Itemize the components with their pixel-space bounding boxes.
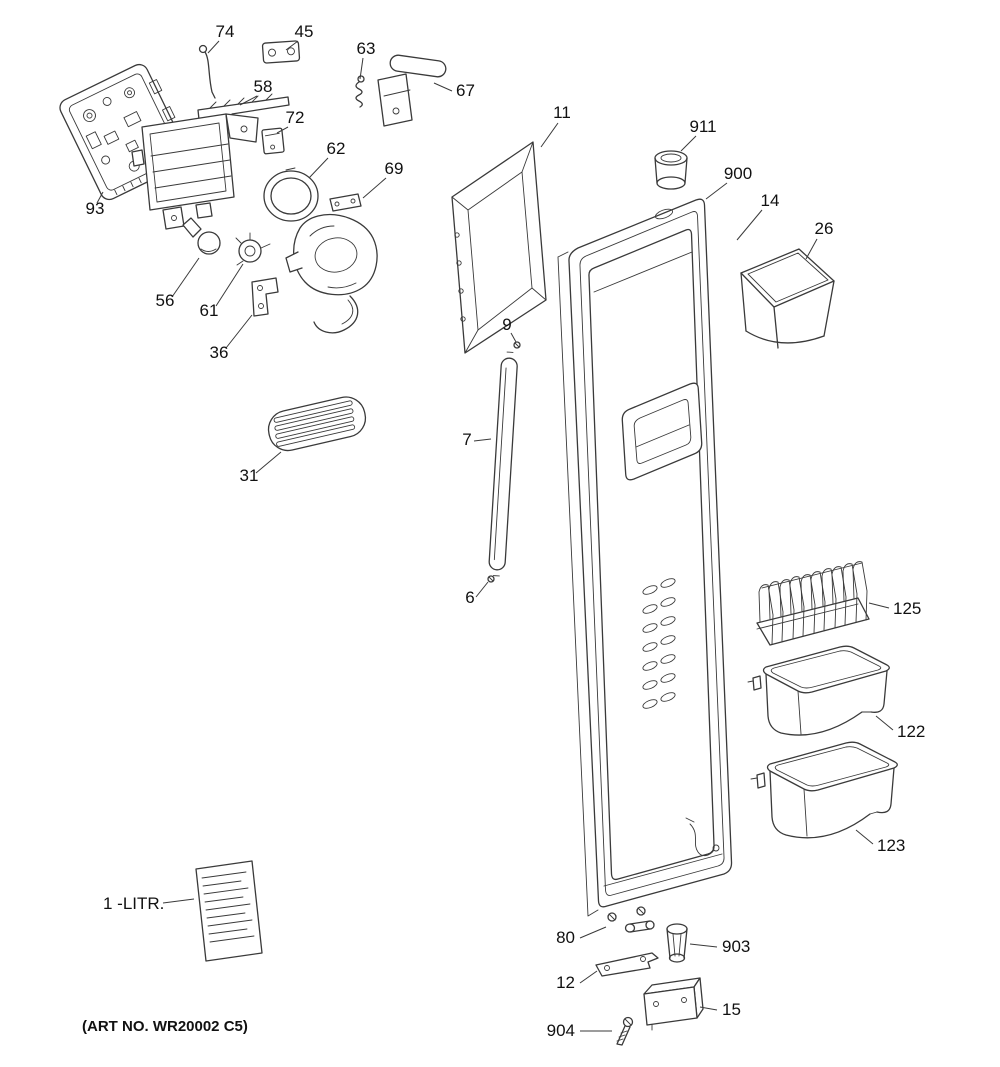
callout-93: 93 <box>86 199 105 218</box>
callout-7: 7 <box>462 430 471 449</box>
callout-6: 6 <box>465 588 474 607</box>
callout-80: 80 <box>556 928 575 947</box>
hardware-80-part <box>607 906 655 933</box>
callout-904: 904 <box>547 1021 575 1040</box>
strip-bracket-part <box>595 952 659 977</box>
wire-rod-part <box>198 44 216 99</box>
callout-1-litr: 1 -LITR. <box>103 894 164 913</box>
callout-61: 61 <box>200 301 219 320</box>
bracket-67-part <box>377 54 447 127</box>
wire-shelf-part <box>756 561 870 646</box>
ice-bucket-part <box>740 248 835 349</box>
inner-door-panel-part <box>451 141 547 354</box>
callout-900: 900 <box>724 164 752 183</box>
screw-904-part <box>616 1016 634 1046</box>
screw-9-part <box>513 341 521 349</box>
callout-58: 58 <box>254 77 273 96</box>
cup-903-part <box>666 923 688 963</box>
callout-36: 36 <box>210 343 229 362</box>
socket-part <box>235 232 271 266</box>
callout-72: 72 <box>286 108 305 127</box>
handle-part <box>488 351 518 577</box>
callout-9: 9 <box>502 315 511 334</box>
screw-6-part <box>487 575 495 583</box>
door-bin-lower-part <box>750 741 898 839</box>
bracket-36-part <box>251 277 279 317</box>
ring-gasket-part <box>263 167 319 222</box>
callout-12: 12 <box>556 973 575 992</box>
block-15-part <box>643 977 704 1031</box>
callout-122: 122 <box>897 722 925 741</box>
bulb-part <box>182 217 221 255</box>
mount-assembly-part <box>131 93 290 230</box>
art-number: (ART NO. WR20002 C5) <box>82 1018 248 1035</box>
callout-123: 123 <box>877 836 905 855</box>
door-bin-upper-part <box>747 645 890 736</box>
funnel-part <box>654 150 688 190</box>
spring-part <box>355 75 365 108</box>
instruction-sheet-part <box>195 860 263 962</box>
callout-74: 74 <box>216 22 235 41</box>
callout-903: 903 <box>722 937 750 956</box>
callout-26: 26 <box>815 219 834 238</box>
part-72 <box>261 127 285 155</box>
callout-56: 56 <box>156 291 175 310</box>
callout-62: 62 <box>327 139 346 158</box>
callout-45: 45 <box>295 22 314 41</box>
door-slot-rows <box>642 578 676 709</box>
grille-part <box>267 396 367 452</box>
callout-125: 125 <box>893 599 921 618</box>
callout-911: 911 <box>689 117 716 136</box>
freezer-door-part <box>557 198 733 917</box>
callout-31: 31 <box>240 466 259 485</box>
leader-lines <box>96 40 894 1032</box>
callout-67: 67 <box>456 81 475 100</box>
callout-labels: 74 45 63 67 58 72 62 69 11 911 900 14 26… <box>86 22 926 1040</box>
callout-69: 69 <box>385 159 404 178</box>
auger-housing-part <box>285 193 378 334</box>
callout-14: 14 <box>761 191 780 210</box>
callout-63: 63 <box>357 39 376 58</box>
callout-11: 11 <box>553 103 571 122</box>
callout-15: 15 <box>722 1000 741 1019</box>
